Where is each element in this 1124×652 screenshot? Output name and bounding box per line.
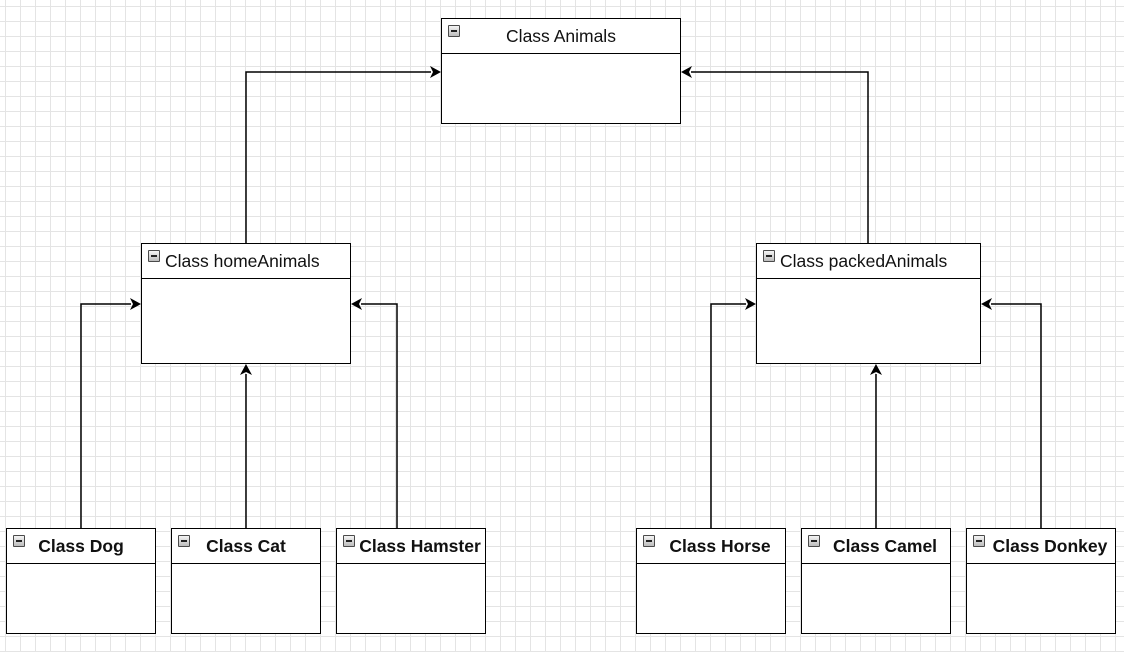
class-box-animals[interactable]: Class Animals	[441, 18, 681, 124]
connector-horse-to-packedanimals[interactable]	[710, 303, 746, 528]
arrowhead-packedanimals-right	[981, 298, 992, 310]
arrowhead-packedanimals-bottom	[870, 364, 882, 375]
class-title-animals: Class Animals	[506, 25, 616, 46]
collapse-minus-icon[interactable]	[448, 25, 460, 37]
collapse-minus-icon[interactable]	[343, 535, 355, 547]
class-box-dog[interactable]: Class Dog	[6, 528, 156, 634]
collapse-minus-icon[interactable]	[13, 535, 25, 547]
collapse-minus-icon[interactable]	[178, 535, 190, 547]
class-title-homeanimals: Class homeAnimals	[165, 250, 320, 271]
arrowhead-homeanimals-bottom	[240, 364, 252, 375]
class-box-donkey[interactable]: Class Donkey	[966, 528, 1116, 634]
connector-donkey-to-packedanimals[interactable]	[991, 303, 1042, 528]
connector-homeanimals-to-animals[interactable]	[245, 71, 431, 243]
class-header-hamster[interactable]: Class Hamster	[337, 529, 485, 564]
collapse-minus-icon[interactable]	[808, 535, 820, 547]
arrowhead-animals-right	[681, 66, 692, 78]
arrowhead-homeanimals-left	[130, 298, 141, 310]
class-header-camel[interactable]: Class Camel	[802, 529, 950, 564]
class-title-cat: Class Cat	[206, 535, 286, 556]
collapse-minus-icon[interactable]	[973, 535, 985, 547]
class-header-horse[interactable]: Class Horse	[637, 529, 785, 564]
class-header-dog[interactable]: Class Dog	[7, 529, 155, 564]
class-header-animals[interactable]: Class Animals	[442, 19, 680, 54]
class-title-packedanimals: Class packedAnimals	[780, 250, 948, 271]
class-box-cat[interactable]: Class Cat	[171, 528, 321, 634]
class-header-homeanimals[interactable]: Class homeAnimals	[142, 244, 350, 279]
connector-packedanimals-to-animals[interactable]	[691, 71, 869, 243]
collapse-minus-icon[interactable]	[148, 250, 160, 262]
class-box-homeanimals[interactable]: Class homeAnimals	[141, 243, 351, 364]
class-box-packedanimals[interactable]: Class packedAnimals	[756, 243, 981, 364]
class-header-packedanimals[interactable]: Class packedAnimals	[757, 244, 980, 279]
class-title-donkey: Class Donkey	[992, 535, 1108, 556]
class-title-horse: Class Horse	[669, 535, 771, 556]
class-header-donkey[interactable]: Class Donkey	[967, 529, 1115, 564]
arrowhead-animals-left	[430, 66, 441, 78]
class-header-cat[interactable]: Class Cat	[172, 529, 320, 564]
class-title-dog: Class Dog	[38, 535, 124, 556]
class-box-horse[interactable]: Class Horse	[636, 528, 786, 634]
arrowhead-homeanimals-right	[351, 298, 362, 310]
arrowhead-packedanimals-left	[745, 298, 756, 310]
collapse-minus-icon[interactable]	[643, 535, 655, 547]
class-box-hamster[interactable]: Class Hamster	[336, 528, 486, 634]
collapse-minus-icon[interactable]	[763, 250, 775, 262]
class-box-camel[interactable]: Class Camel	[801, 528, 951, 634]
connector-dog-to-homeanimals[interactable]	[80, 303, 131, 528]
class-title-hamster: Class Hamster	[359, 535, 481, 556]
class-title-camel: Class Camel	[832, 535, 938, 556]
connector-hamster-to-homeanimals[interactable]	[361, 303, 398, 528]
